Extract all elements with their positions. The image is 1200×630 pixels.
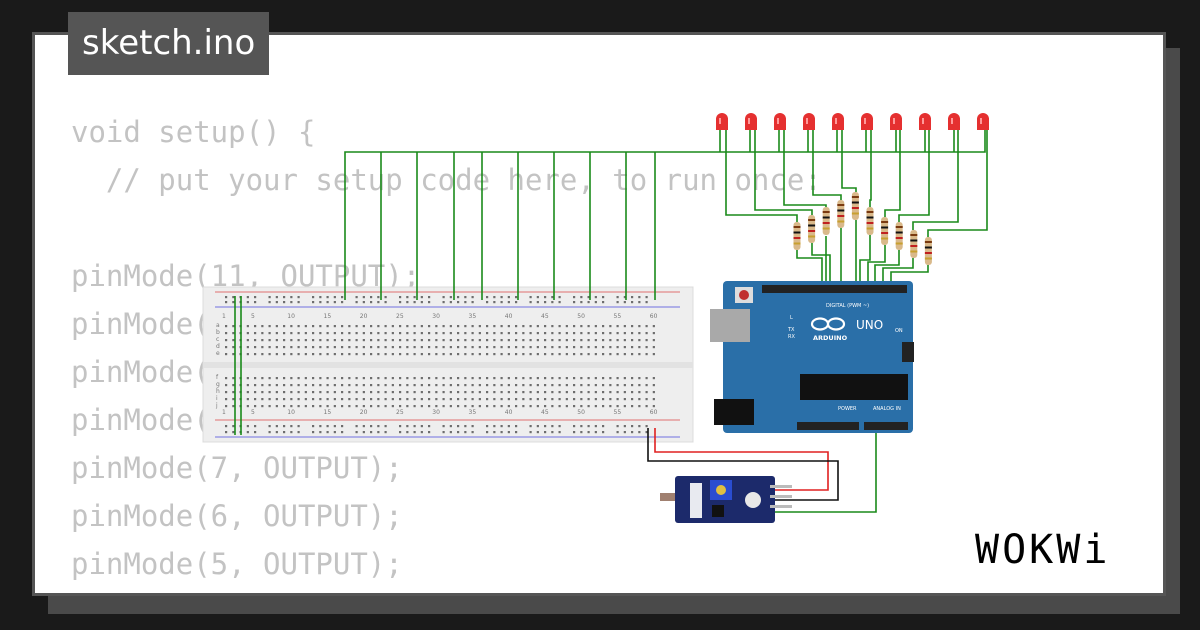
board-name: UNO [856, 318, 883, 332]
column-number: 1 [222, 313, 226, 320]
resistor [881, 217, 889, 245]
column-number: 25 [396, 409, 404, 416]
arduino-uno[interactable]: UNO ARDUINO DIGITAL (PWM ~) POWER ANALOG… [710, 281, 914, 433]
led [832, 113, 844, 130]
column-number: 60 [650, 313, 658, 320]
column-number: 20 [360, 313, 368, 320]
column-number: 55 [614, 313, 622, 320]
resistor [837, 200, 845, 228]
column-number: 10 [287, 313, 295, 320]
resistor-row [793, 192, 932, 265]
row-letter: h [216, 388, 220, 395]
led [861, 113, 873, 130]
code-line: pinMode(5, OUTPUT); [71, 547, 403, 581]
power-jack [714, 399, 754, 425]
digital-label: DIGITAL (PWM ~) [826, 303, 869, 309]
light-sensor-module[interactable] [660, 476, 792, 523]
column-number: 60 [650, 409, 658, 416]
code-line: pinMode(7, OUTPUT); [71, 451, 403, 485]
code-line: pinMode(6, OUTPUT); [71, 499, 403, 533]
resistor [808, 215, 816, 243]
wires-power [647, 428, 839, 501]
wires-green [234, 130, 988, 513]
column-number: 20 [360, 409, 368, 416]
column-number: 25 [396, 313, 404, 320]
column-number: 5 [251, 313, 255, 320]
column-number: 1 [222, 409, 226, 416]
breadboard-row-letters: a b c d e f g h i j [215, 322, 220, 409]
column-number: 15 [324, 313, 332, 320]
resistor [851, 192, 859, 220]
l-label: L [790, 315, 793, 321]
column-number: 50 [577, 409, 585, 416]
resistor [924, 237, 932, 265]
wokwi-logo: WOKWi [975, 527, 1111, 573]
breadboard-column-numbers: 1155101015152020252530303535404045455050… [222, 313, 658, 416]
row-letter: g [216, 381, 220, 388]
atmega-chip [800, 374, 908, 400]
column-number: 10 [287, 409, 295, 416]
led [948, 113, 960, 130]
column-number: 45 [541, 313, 549, 320]
breadboard: 1155101015152020252530303535404045455050… [202, 286, 694, 443]
row-letter: a [216, 322, 220, 329]
column-number: 40 [505, 409, 513, 416]
code-line: void setup() { [71, 115, 316, 149]
led [803, 113, 815, 130]
row-letter: b [216, 329, 220, 336]
resistor [793, 222, 801, 250]
power-label: POWER [838, 406, 857, 412]
led [977, 113, 989, 130]
column-number: 55 [614, 409, 622, 416]
resistor [822, 207, 830, 235]
usb-port [710, 309, 750, 342]
on-label: ON [895, 328, 903, 334]
board-brand: ARDUINO [813, 334, 848, 342]
led [745, 113, 757, 130]
column-number: 50 [577, 313, 585, 320]
column-number: 30 [432, 313, 440, 320]
breadboard-holes [225, 296, 655, 434]
column-number: 35 [469, 409, 477, 416]
row-letter: f [216, 374, 219, 381]
column-number: 45 [541, 409, 549, 416]
led [890, 113, 902, 130]
led-row [716, 113, 989, 130]
resistor [895, 222, 903, 250]
row-letter: e [216, 350, 220, 357]
row-letter: j [215, 402, 218, 409]
column-number: 15 [324, 409, 332, 416]
tx-label: TX [787, 327, 795, 333]
column-number: 5 [251, 409, 255, 416]
row-letter: i [216, 395, 218, 402]
led [919, 113, 931, 130]
resistor [866, 207, 874, 235]
led [716, 113, 728, 130]
column-number: 40 [505, 313, 513, 320]
column-number: 30 [432, 409, 440, 416]
led [774, 113, 786, 130]
row-letter: d [216, 343, 220, 350]
code-line: // put your setup code here, to run once… [71, 163, 822, 197]
analog-label: ANALOG IN [873, 406, 901, 412]
row-letter: c [216, 336, 219, 343]
rx-label: RX [788, 334, 795, 340]
arduino-infinity-logo [810, 317, 846, 331]
file-tab[interactable]: sketch.ino [68, 12, 270, 75]
column-number: 35 [469, 313, 477, 320]
resistor [910, 230, 918, 258]
